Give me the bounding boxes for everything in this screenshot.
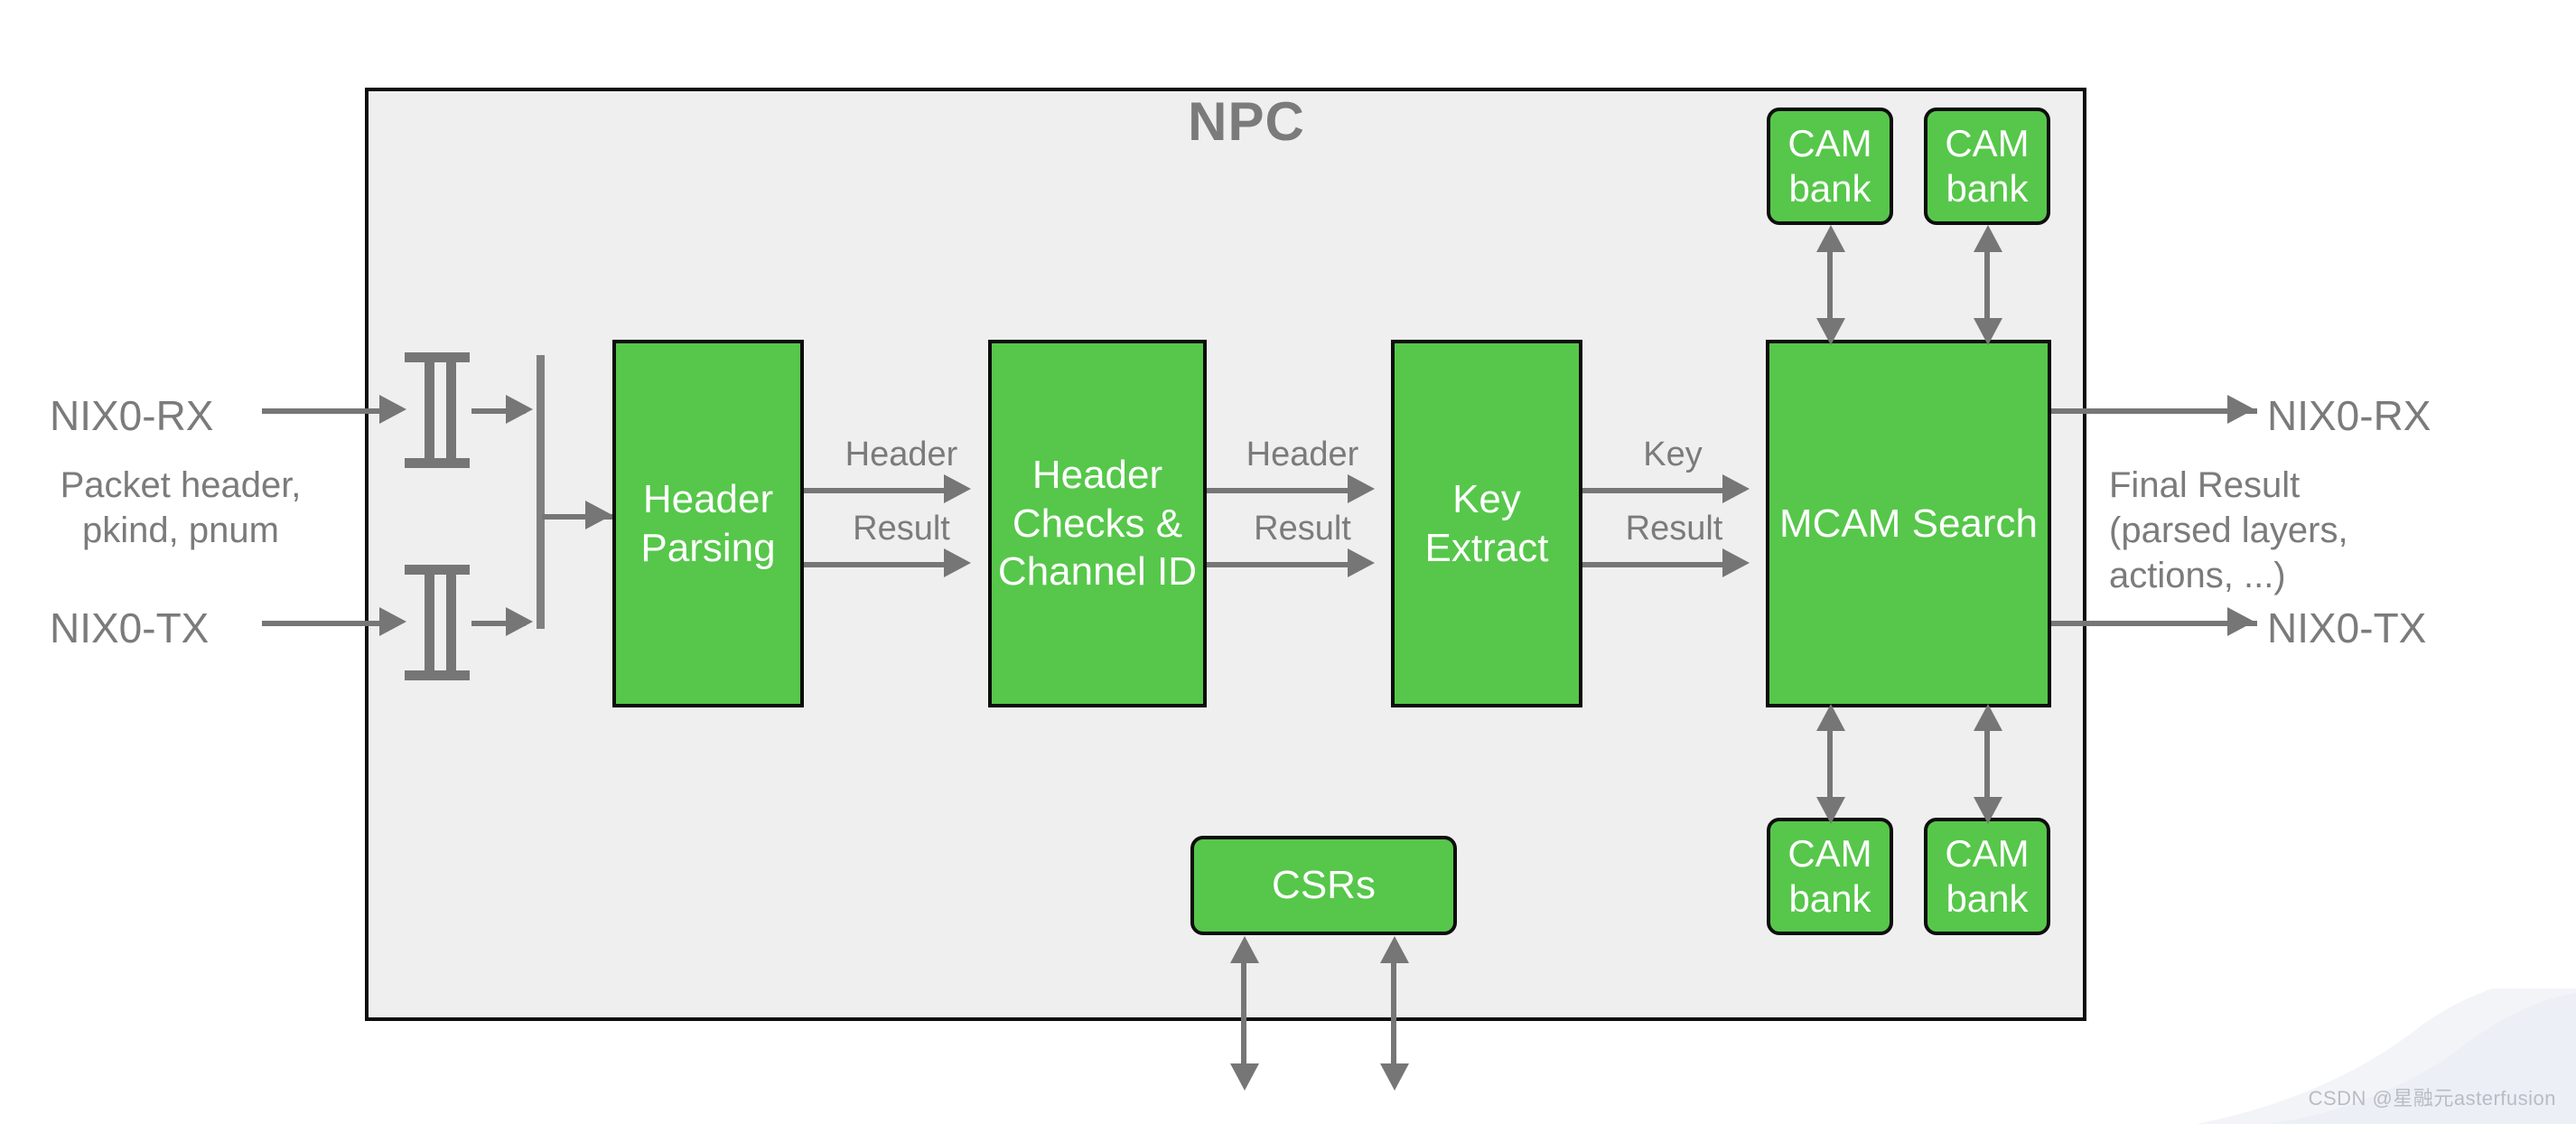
cam-bottom-left-arrow-down-icon [1816,797,1845,824]
output-tx-line [2051,621,2257,626]
rx-fifo-buffer-icon [405,352,470,468]
tx-fifo-to-bus-line [471,621,526,626]
cam-bottom-right-arrow-down-icon [1974,797,2002,824]
cam-bottom-left-link-line [1827,721,1833,804]
input-tx-arrow-icon [379,607,406,636]
block-csrs[interactable]: CSRs [1190,836,1457,935]
csrs-left-arrow-up-icon [1230,936,1259,963]
watermark-text: CSDN @星融元asterfusion [2308,1087,2556,1110]
flow-arrow-result-2-icon [1348,548,1375,577]
csrs-left-link-line [1241,953,1246,1071]
flow-label-header-1: Header [845,436,958,473]
flow-label-header-2: Header [1246,436,1359,473]
bus-to-header-parsing-arrow-icon [585,501,612,529]
cam-top-left-arrow-down-icon [1816,318,1845,345]
block-cam-bank-top-right[interactable]: CAM bank [1924,108,2050,225]
block-mcam-search[interactable]: MCAM Search [1766,340,2051,707]
block-header-parsing[interactable]: Header Parsing [612,340,804,707]
csrs-right-link-line [1391,953,1396,1071]
flow-line-result-1 [804,562,959,567]
tx-fifo-buffer-icon [405,565,470,680]
flow-label-key: Key [1643,436,1703,473]
cam-top-right-arrow-up-icon [1974,225,2002,252]
output-rx-arrow-icon [2227,395,2254,424]
npc-title: NPC [1188,91,1305,152]
cam-bottom-right-link-line [1984,721,1990,804]
input-rx-arrow-icon [379,395,406,424]
cam-bottom-right-arrow-up-icon [1974,704,2002,731]
cam-bottom-left-arrow-up-icon [1816,704,1845,731]
tx-fifo-to-bus-arrow-icon [506,607,533,636]
output-rx-line [2051,408,2257,414]
rx-fifo-to-bus-line [471,408,526,414]
flow-label-result-2: Result [1254,510,1351,548]
flow-line-header-1 [804,488,959,493]
block-key-extract[interactable]: Key Extract [1391,340,1582,707]
input-tx-line [262,621,385,626]
csrs-right-arrow-down-icon [1380,1063,1409,1091]
flow-arrow-result-3-icon [1722,548,1750,577]
input-label-nix0-rx: NIX0-RX [50,392,214,439]
flow-label-result-3: Result [1625,510,1723,548]
block-cam-bank-bottom-right[interactable]: CAM bank [1924,818,2050,935]
output-label-nix0-tx: NIX0-TX [2267,604,2427,651]
block-cam-bank-bottom-left[interactable]: CAM bank [1767,818,1893,935]
input-bus-bar [537,355,545,629]
input-note-packet-header: Packet header, pkind, pnum [60,465,302,550]
cam-top-right-link-line [1984,242,1990,325]
csrs-right-arrow-up-icon [1380,936,1409,963]
flow-arrow-key-icon [1722,474,1750,503]
output-note-final-result: Final Result (parsed layers, actions, ..… [2109,465,2348,595]
cam-top-left-arrow-up-icon [1816,225,1845,252]
flow-line-result-3 [1582,562,1740,567]
cam-top-right-arrow-down-icon [1974,318,2002,345]
flow-line-result-2 [1207,562,1366,567]
flow-arrow-header-2-icon [1348,474,1375,503]
rx-fifo-to-bus-arrow-icon [506,395,533,424]
bus-to-header-parsing-line [542,514,612,520]
flow-arrow-header-1-icon [944,474,971,503]
block-header-checks-channel-id[interactable]: Header Checks & Channel ID [988,340,1207,707]
flow-label-result-1: Result [853,510,950,548]
output-tx-arrow-icon [2227,607,2254,636]
flow-arrow-result-1-icon [944,548,971,577]
block-cam-bank-top-left[interactable]: CAM bank [1767,108,1893,225]
csrs-left-arrow-down-icon [1230,1063,1259,1091]
input-rx-line [262,408,385,414]
cam-top-left-link-line [1827,242,1833,325]
input-label-nix0-tx: NIX0-TX [50,604,210,651]
flow-line-header-2 [1207,488,1366,493]
flow-line-key [1582,488,1740,493]
output-label-nix0-rx: NIX0-RX [2267,392,2431,439]
